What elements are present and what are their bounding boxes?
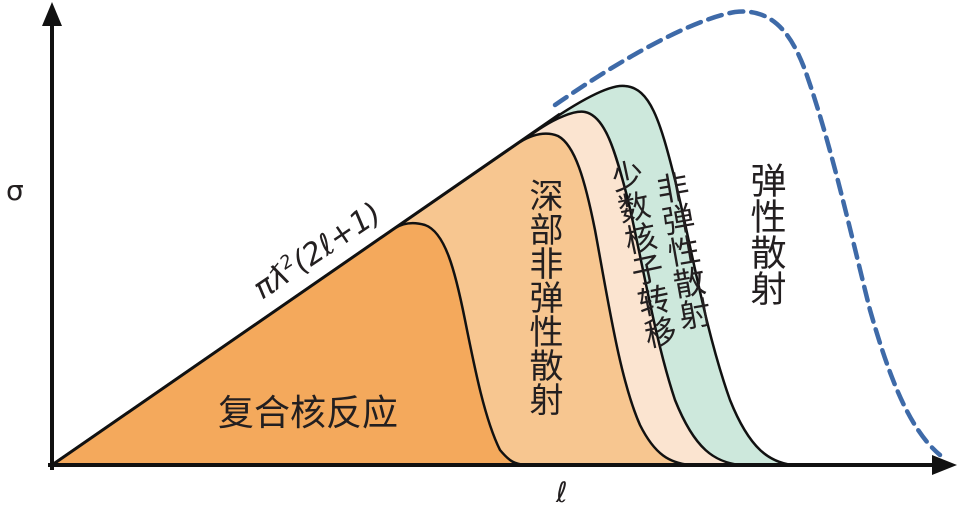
y-axis-arrow-icon	[42, 2, 62, 26]
x-axis-arrow-icon	[932, 455, 957, 475]
y-axis-label: σ	[6, 174, 24, 207]
label-elastic: 弹性散射	[745, 162, 786, 306]
elastic-boundary-dashed	[552, 9, 943, 458]
envelope-line	[51, 112, 561, 467]
region-compound-nucleus-reaction	[50, 221, 527, 467]
label-deep-inelastic: 深部非弹性散射	[523, 178, 563, 416]
x-axis-label: ℓ	[555, 476, 568, 509]
label-compound-nucleus: 复合核反应	[218, 393, 398, 434]
